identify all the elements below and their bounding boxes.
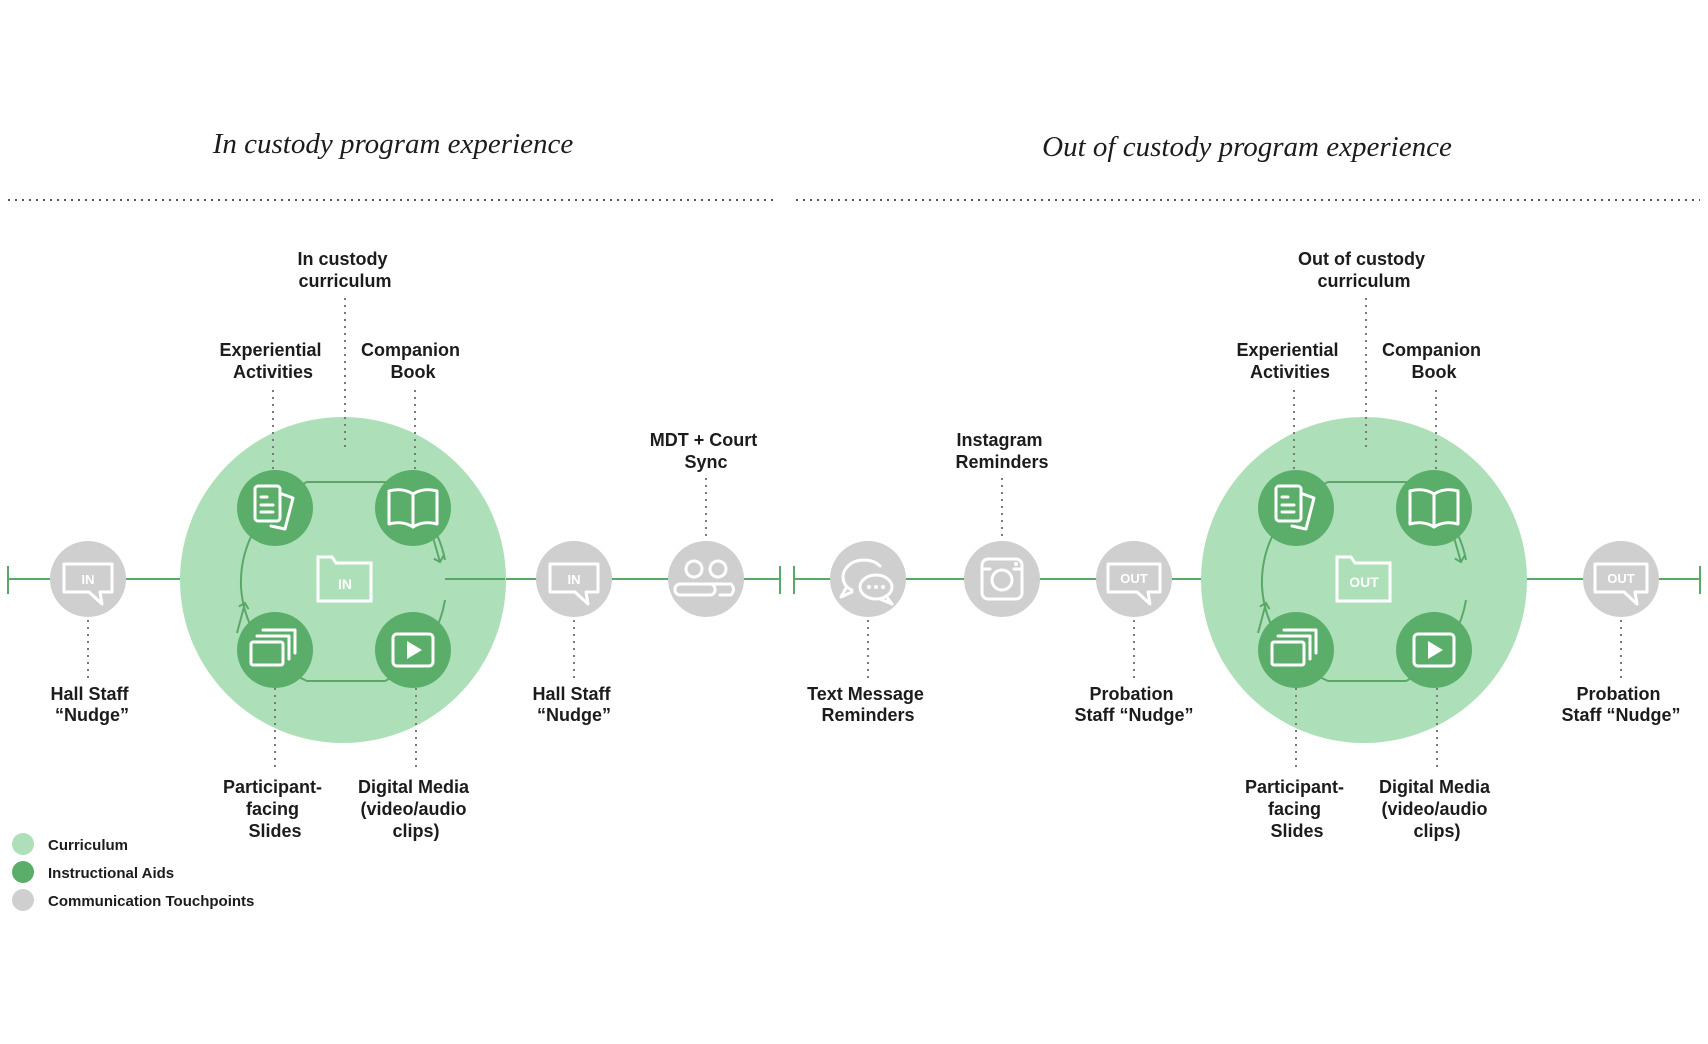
mdt-court-sync: MDT + Court Sync bbox=[650, 430, 763, 617]
legend: Curriculum Instructional Aids Communicat… bbox=[12, 833, 254, 911]
legend-item-curriculum: Curriculum bbox=[12, 833, 128, 855]
svg-text:Text Message Reminders: Text Message Reminders bbox=[807, 684, 929, 725]
svg-text:Curriculum: Curriculum bbox=[48, 837, 128, 854]
cards-icon bbox=[1274, 484, 1316, 531]
speech-bubble-icon: OUT bbox=[1593, 562, 1649, 606]
speech-bubble-icon: IN bbox=[62, 562, 114, 606]
in-media-label: Digital Media (video/audio clips) bbox=[358, 777, 474, 841]
participant-slides-node bbox=[1258, 612, 1334, 688]
experiential-activities-node bbox=[237, 470, 313, 546]
svg-text:IN: IN bbox=[568, 572, 581, 587]
people-icon bbox=[673, 559, 735, 597]
probation-staff-nudge-right: OUT Probation Staff “Nudge” bbox=[1562, 541, 1681, 725]
out-of-custody-title: Out of custody program experience bbox=[1042, 131, 1452, 163]
folder-icon: IN bbox=[316, 555, 373, 603]
out-experiential-label: Experiential Activities bbox=[1236, 340, 1343, 382]
text-message-reminders: Text Message Reminders bbox=[807, 541, 929, 725]
svg-text:Instagram Reminders: Instagram Reminders bbox=[955, 430, 1048, 472]
in-custody-title: In custody program experience bbox=[212, 128, 574, 160]
svg-text:Probation Staff “Nudge”: Probation Staff “Nudge” bbox=[1075, 684, 1194, 725]
out-companion-label: Companion Book bbox=[1382, 340, 1486, 382]
slides-icon bbox=[249, 628, 297, 667]
digital-media-node bbox=[375, 612, 451, 688]
play-icon bbox=[391, 632, 435, 668]
legend-item-communication-touchpoints: Communication Touchpoints bbox=[12, 889, 254, 911]
companion-book-node bbox=[375, 470, 451, 546]
out-curriculum-group: OUT bbox=[1201, 249, 1527, 841]
in-curriculum-group: IN bbox=[180, 249, 506, 841]
out-media-label: Digital Media (video/audio clips) bbox=[1379, 777, 1495, 841]
book-icon bbox=[1408, 488, 1460, 529]
svg-text:Hall Staff “Nudge”: Hall Staff “Nudge” bbox=[532, 684, 615, 725]
speech-bubble-icon: OUT bbox=[1106, 562, 1162, 606]
out-curriculum-label: Out of custody curriculum bbox=[1298, 249, 1430, 291]
in-curriculum-label: In custody curriculum bbox=[297, 249, 392, 291]
in-slides-label: Participant- facing Slides bbox=[223, 777, 327, 841]
in-hall-staff-nudge-right: IN Hall Staff “Nudge” bbox=[532, 541, 615, 725]
out-slides-label: Participant- facing Slides bbox=[1245, 777, 1349, 841]
svg-text:Probation Staff “Nudge”: Probation Staff “Nudge” bbox=[1562, 684, 1681, 725]
folder-icon: OUT bbox=[1335, 555, 1392, 603]
cards-icon bbox=[253, 484, 295, 531]
chat-icon bbox=[839, 558, 894, 606]
experiential-activities-node bbox=[1258, 470, 1334, 546]
svg-text:OUT: OUT bbox=[1607, 571, 1635, 586]
slides-icon bbox=[1270, 628, 1318, 667]
in-experiential-label: Experiential Activities bbox=[219, 340, 326, 382]
play-icon bbox=[1412, 632, 1456, 668]
book-icon bbox=[387, 488, 439, 529]
svg-text:Hall Staff “Nudge”: Hall Staff “Nudge” bbox=[50, 684, 133, 725]
companion-book-node bbox=[1396, 470, 1472, 546]
svg-text:MDT + Court Sync: MDT + Court Sync bbox=[650, 430, 763, 472]
out-folder-badge: OUT bbox=[1349, 574, 1379, 590]
in-folder-badge: IN bbox=[338, 576, 352, 592]
legend-item-instructional-aids: Instructional Aids bbox=[12, 861, 174, 883]
svg-text:Communication Touchpoints: Communication Touchpoints bbox=[48, 893, 254, 910]
svg-text:Instructional Aids: Instructional Aids bbox=[48, 865, 174, 882]
instagram-reminders: Instagram Reminders bbox=[955, 430, 1049, 617]
svg-text:OUT: OUT bbox=[1120, 571, 1148, 586]
speech-bubble-icon: IN bbox=[548, 562, 600, 606]
svg-text:IN: IN bbox=[82, 572, 95, 587]
instagram-icon bbox=[980, 557, 1024, 601]
participant-slides-node bbox=[237, 612, 313, 688]
probation-staff-nudge-left: OUT Probation Staff “Nudge” bbox=[1075, 541, 1194, 725]
in-hall-staff-nudge-left: IN Hall Staff “Nudge” bbox=[50, 541, 133, 725]
digital-media-node bbox=[1396, 612, 1472, 688]
in-companion-label: Companion Book bbox=[361, 340, 465, 382]
